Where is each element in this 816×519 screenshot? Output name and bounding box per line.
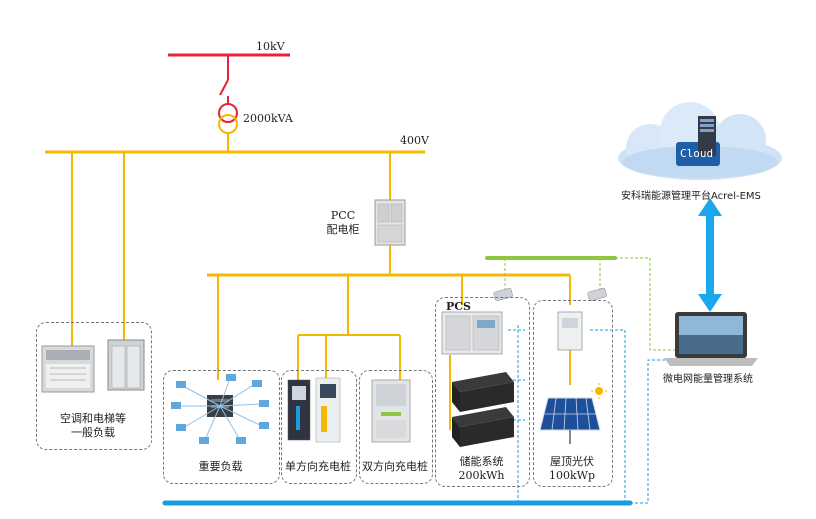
storage-label-line2: 200kWh (458, 469, 505, 482)
pv-inverter-icon (557, 311, 583, 351)
cloud-icon (618, 102, 782, 180)
pv-label-line2: 100kWp (548, 469, 595, 482)
cloud-label: Cloud (680, 147, 714, 160)
bidirectional-charger-label: 双方向充电桩 (362, 460, 428, 473)
ems-label: 微电网能量管理系统 (663, 374, 753, 385)
cloud-arrow-down (698, 294, 722, 312)
air-conditioner-icon (41, 345, 95, 393)
battery-rack-icon (452, 372, 514, 447)
bidirectional-charger-icon (371, 379, 411, 443)
pv-label-line1: 屋顶光伏 (550, 455, 594, 468)
laptop-icon (664, 312, 758, 366)
general-load-label-line1: 空调和电梯等 (60, 412, 126, 425)
hv-voltage-label: 10kV (256, 40, 285, 53)
pcs-cabinet-icon (441, 311, 503, 355)
elevator-icon (107, 339, 145, 391)
transformer-secondary-coil (218, 114, 238, 134)
general-load-label-line2: 一般负载 (71, 426, 115, 439)
transformer-primary-coil (218, 103, 238, 123)
critical-load-group (163, 370, 280, 484)
transformer-rating-label: 2000kVA (243, 112, 293, 125)
storage-label-line1: 储能系统 (459, 455, 504, 468)
unidirectional-charger-icon (287, 377, 341, 443)
pcc-cabinet-icon (374, 199, 406, 246)
cloud-arrow-up (698, 198, 722, 216)
cloud-platform-label: 安科瑞能源管理平台Acrel-EMS (621, 191, 761, 202)
solar-panel-icon (539, 397, 601, 444)
unidirectional-charger-label: 单方向充电桩 (285, 460, 351, 473)
pcc-label-line2: 配电柜 (326, 223, 360, 236)
pcs-label: PCS (446, 300, 471, 313)
pv-group (533, 300, 613, 487)
general-load-group (36, 322, 152, 450)
critical-load-label: 重要负载 (198, 460, 243, 473)
bidirectional-charger-group (359, 370, 433, 484)
pcc-label: PCC 配电柜 (318, 209, 368, 237)
critical-load-network-icon (171, 374, 269, 444)
storage-group (435, 297, 530, 487)
lv-voltage-label: 400V (400, 134, 429, 147)
storage-label: 储能系统 200kWh (435, 455, 528, 483)
general-load-label: 空调和电梯等 一般负载 (36, 412, 150, 440)
pv-label: 屋顶光伏 100kWp (533, 455, 611, 483)
unidirectional-charger-group (281, 370, 357, 484)
sun-icon (591, 383, 607, 399)
pcc-label-line1: PCC (330, 209, 356, 222)
switch-blade (219, 79, 229, 96)
